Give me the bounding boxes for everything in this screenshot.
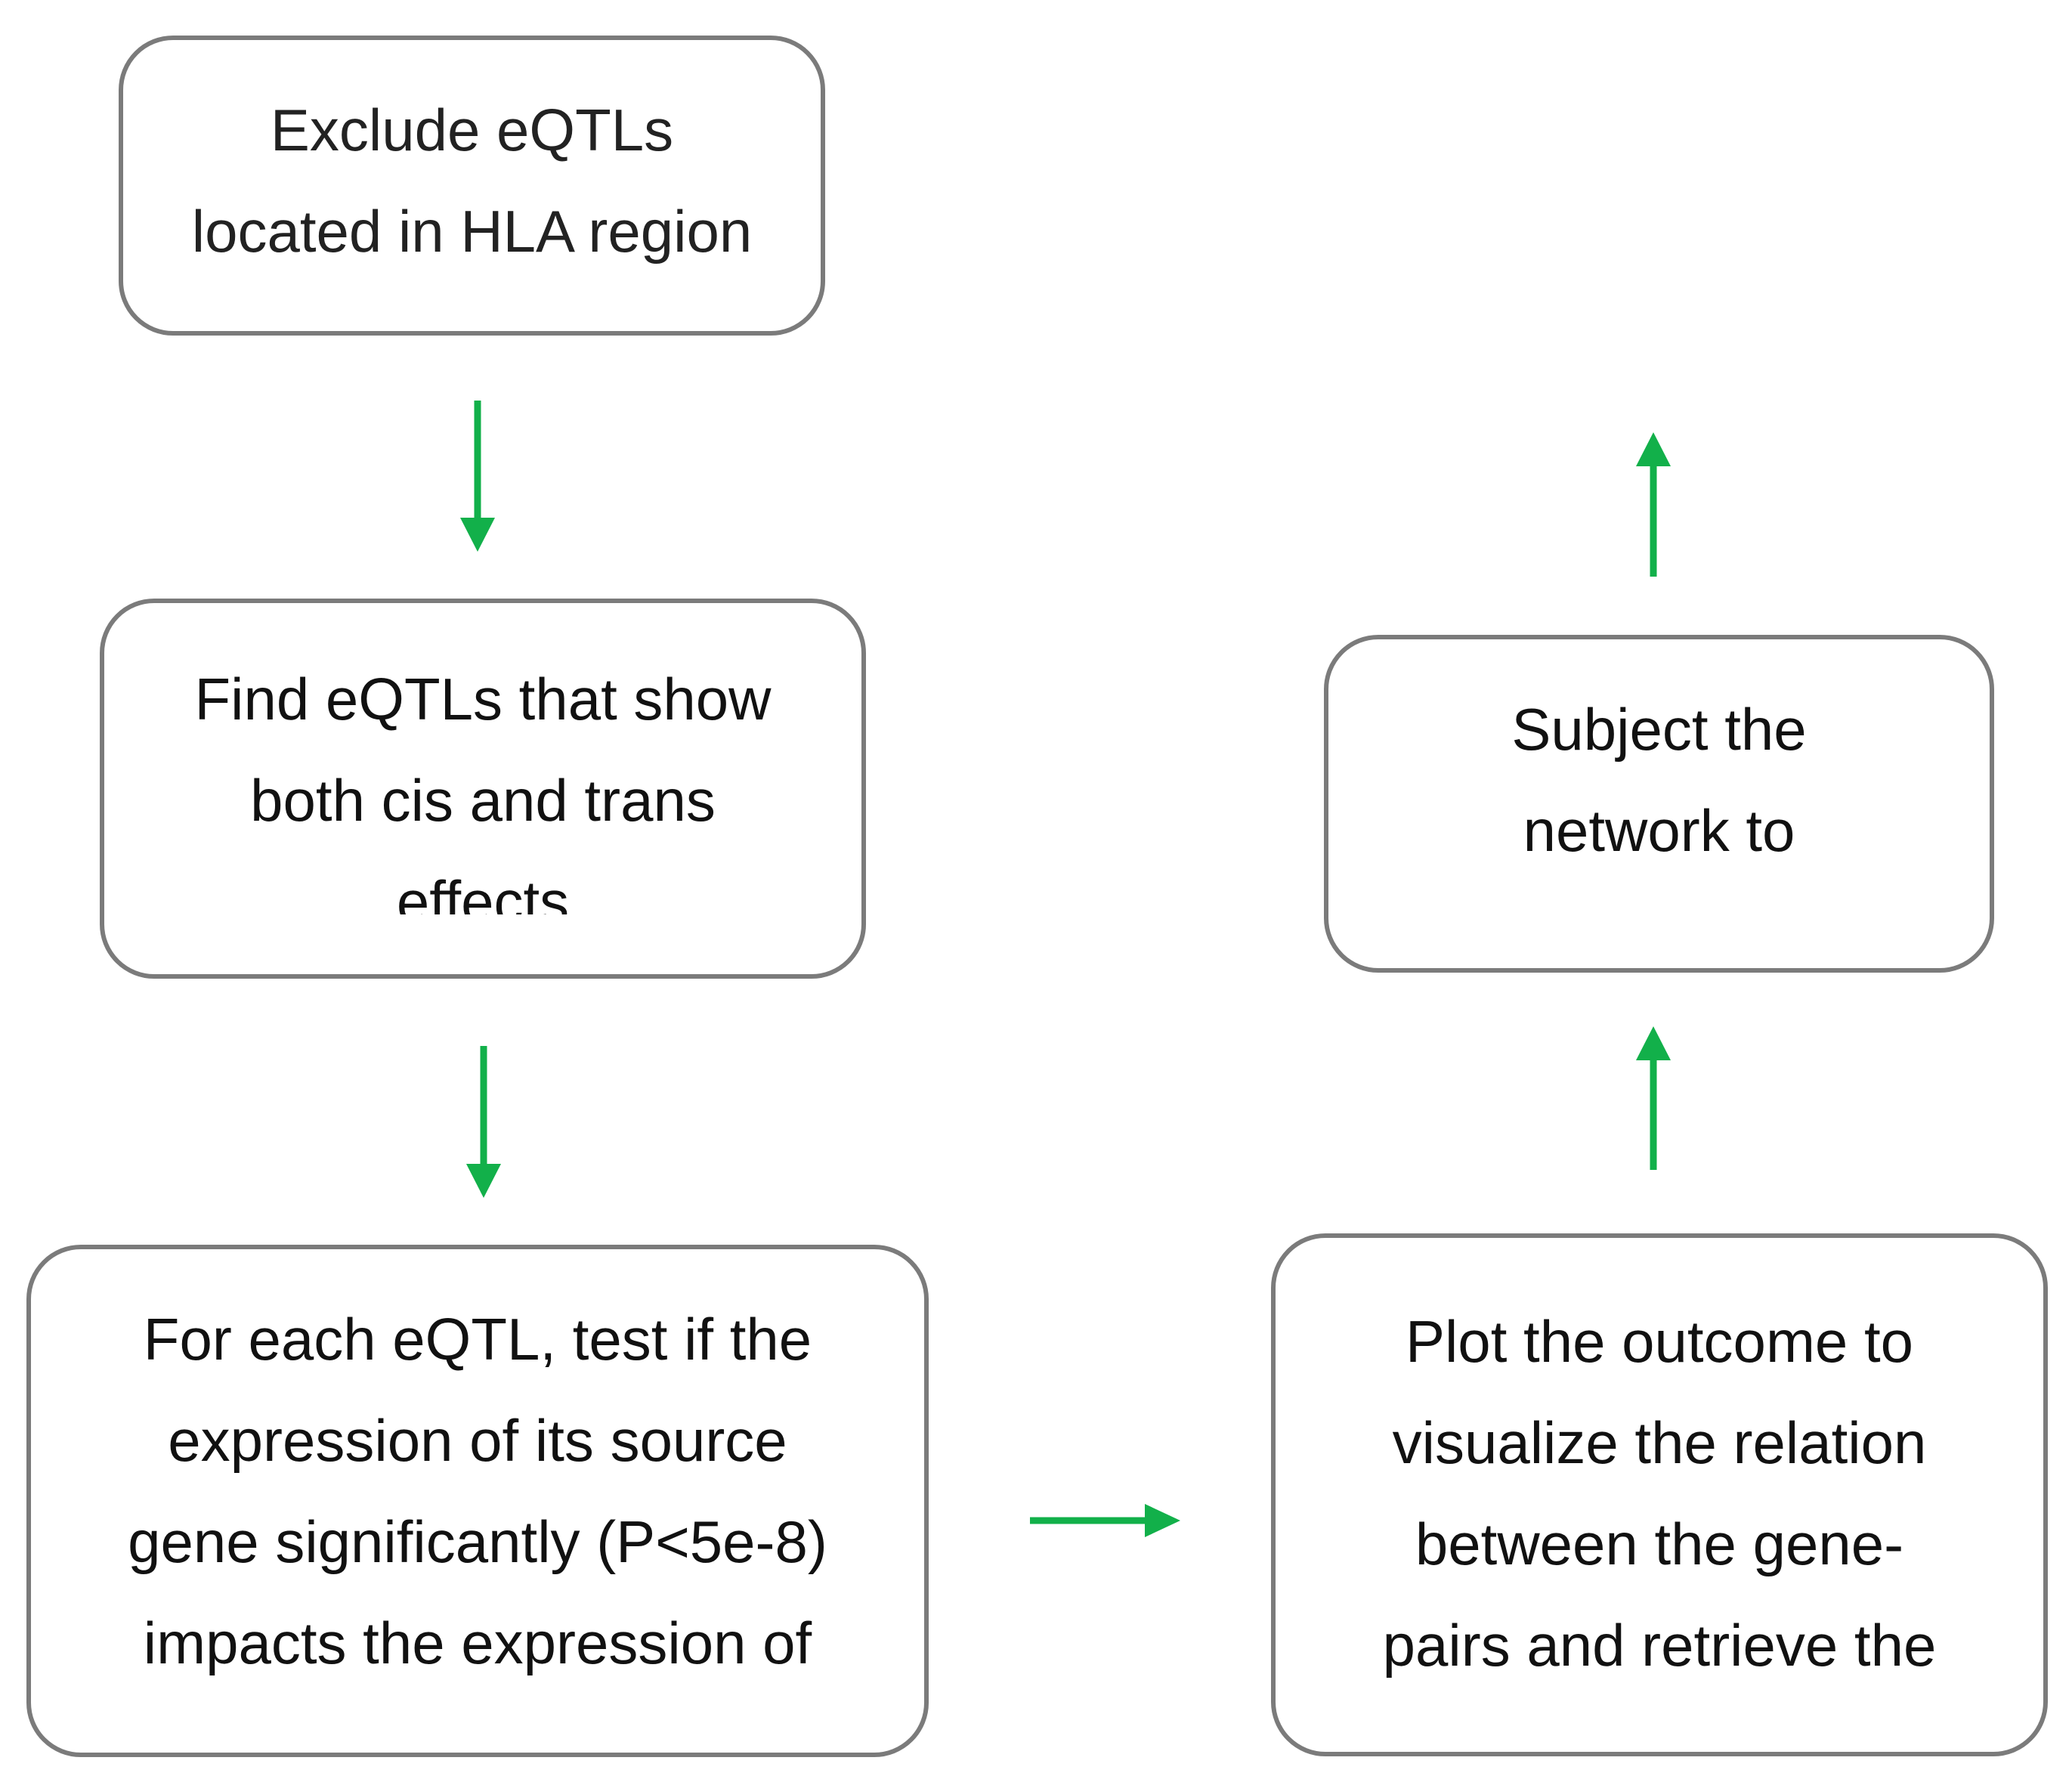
arrow-plot-to-subject xyxy=(1636,1026,1671,1170)
flow-box-exclude-hla: Exclude eQTLs located in HLA region xyxy=(119,36,825,336)
flow-box-line: between the gene- xyxy=(1415,1511,1904,1577)
flow-box-line: pairs and retrieve the xyxy=(1382,1612,1937,1679)
arrow-find-to-test xyxy=(466,1046,501,1198)
arrow-subject-up xyxy=(1636,432,1671,577)
flow-box-line: Subject the xyxy=(1511,696,1807,763)
arrow-exclude-to-find xyxy=(460,401,495,552)
flow-box-line: Plot the outcome to xyxy=(1405,1308,1914,1375)
flow-box-text: Subject the network to xyxy=(1328,679,1990,905)
flow-box-line: impacts the expression of xyxy=(143,1610,812,1676)
flow-box-plot-outcome: Plot the outcome to visualize the relati… xyxy=(1271,1233,2048,1756)
flow-box-line: effects xyxy=(396,868,570,914)
arrow-test-to-plot xyxy=(1030,1504,1180,1537)
flow-box-line: gene significantly (P<5e-8) xyxy=(128,1508,827,1575)
flow-box-line: network to xyxy=(1523,797,1795,864)
flow-box-line: located in HLA region xyxy=(191,198,753,265)
flow-box-line: visualize the relation xyxy=(1392,1409,1927,1476)
flow-box-subject-network: Subject the network to xyxy=(1324,635,1994,973)
flow-box-find-cis-trans: Find eQTLs that show both cis and trans … xyxy=(100,599,866,979)
flow-box-line: For each eQTL, test if the xyxy=(143,1306,812,1372)
flow-box-text: Find eQTLs that show both cis and trans … xyxy=(104,648,861,914)
flow-box-line: Exclude eQTLs xyxy=(270,97,674,163)
flow-box-text: Plot the outcome to visualize the relati… xyxy=(1276,1291,2043,1699)
flow-box-test-expression: For each eQTL, test if the expression of… xyxy=(26,1245,929,1757)
flow-box-line: Find eQTLs that show xyxy=(194,666,772,732)
flow-box-line: expression of its source xyxy=(168,1407,787,1474)
flow-box-line: both cis and trans xyxy=(250,767,716,834)
flow-box-text: For each eQTL, test if the expression of… xyxy=(31,1289,924,1716)
flow-box-text: Exclude eQTLs located in HLA region xyxy=(123,79,821,282)
